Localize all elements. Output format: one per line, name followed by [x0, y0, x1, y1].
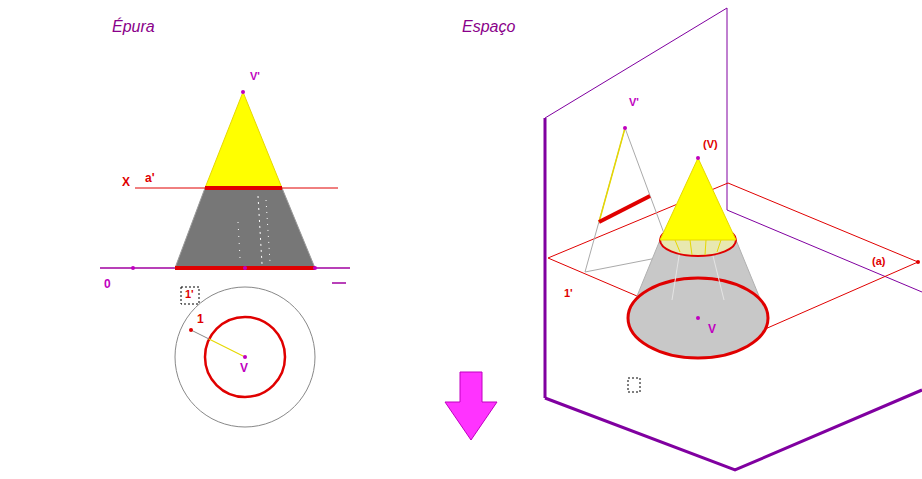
apex-point: [623, 126, 627, 130]
point-label: V: [240, 362, 248, 376]
hatch-line: [675, 240, 680, 252]
point: [243, 266, 247, 270]
plane-edge: [544, 118, 547, 398]
section-circle: [205, 317, 285, 397]
hatch-line: [672, 250, 680, 300]
axis-label: X: [122, 176, 130, 190]
generatrix: [209, 339, 245, 357]
apex-point: [243, 355, 247, 359]
base-ellipse: [628, 278, 768, 358]
dashed-marker: [181, 287, 199, 304]
point-label: (V): [703, 138, 718, 151]
generatrix: [191, 330, 209, 339]
hatch-line: [717, 240, 721, 252]
point: [916, 260, 920, 264]
point: [189, 328, 193, 332]
plane-edge: [545, 390, 922, 470]
point-label: 1: [197, 313, 204, 327]
cone-trunk: [175, 188, 315, 268]
down-arrow: [445, 372, 497, 440]
projection-line: [599, 128, 625, 222]
hatch-line: [266, 200, 270, 262]
point: [131, 266, 135, 270]
apex-point: [241, 90, 245, 94]
apex-point: [696, 156, 700, 160]
point-label: V': [629, 96, 639, 109]
section-segment: [599, 196, 650, 222]
ground-line-tick: [332, 282, 346, 284]
point-label: V: [708, 323, 716, 337]
trace-label: a': [145, 172, 155, 186]
plane-edge: [545, 8, 727, 118]
hatch-line: [705, 240, 706, 255]
hatch-line: [690, 240, 692, 255]
ground-line: [100, 267, 350, 269]
plane-label: (a): [872, 255, 885, 268]
point-label: V': [250, 70, 260, 83]
view-title: Espaço: [462, 18, 515, 36]
center-point: [696, 316, 700, 320]
point-label: 1': [564, 287, 573, 300]
section-segment: [205, 186, 282, 190]
base-circle: [175, 287, 315, 427]
base-segment: [175, 266, 315, 270]
point: [313, 266, 317, 270]
hatch-line: [238, 222, 240, 258]
dashed-marker: [628, 378, 640, 392]
projection-line: [585, 128, 625, 272]
plane-trace: [135, 188, 338, 189]
hatch-line: [258, 196, 262, 264]
cone-top: [205, 92, 282, 188]
hatch-line: [712, 252, 724, 300]
plane-edge: [727, 8, 728, 210]
point-label: 1': [185, 288, 194, 301]
origin-label: 0: [104, 278, 111, 292]
view-title: Épura: [112, 18, 155, 36]
cone-top: [660, 158, 736, 240]
